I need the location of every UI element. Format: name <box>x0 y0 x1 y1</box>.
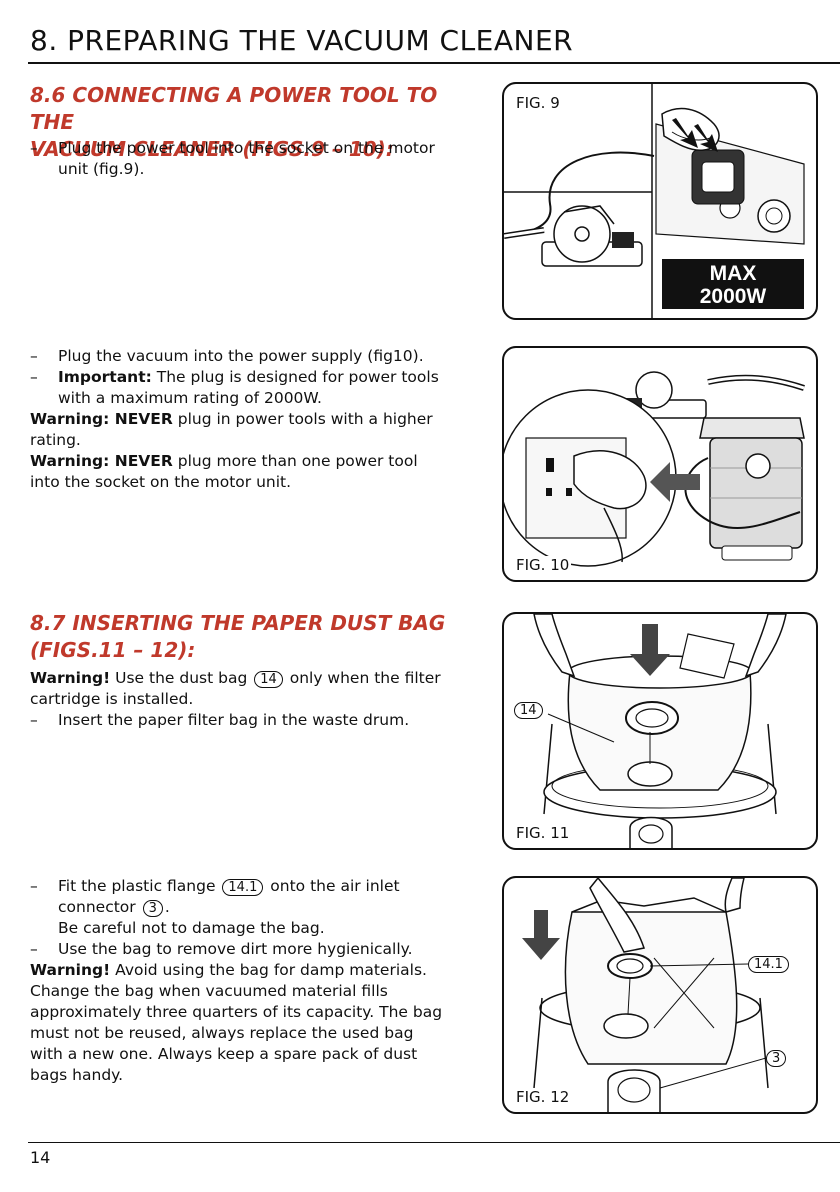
list-item-text: unit (fig.9). <box>58 160 145 178</box>
warning-text: cartridge is installed. <box>30 690 194 708</box>
warning-label: Warning! <box>30 961 111 979</box>
max-power-badge: MAX 2000W <box>662 259 804 309</box>
heading-line: VACUUM CLEANER (FIGS.9 – 10): <box>30 137 394 161</box>
paragraph-line: bags handy. <box>30 1066 124 1084</box>
callout-3: 3 <box>766 1050 787 1067</box>
list-item-text: Plug the power tool into the socket on t… <box>58 139 435 157</box>
paragraph-line: with a new one. Always keep a spare pack… <box>30 1045 418 1063</box>
fig10-illustration <box>504 371 805 567</box>
fig12-illustration <box>522 878 769 1112</box>
fig9-illustration <box>504 84 805 318</box>
page-title: 8. PREPARING THE VACUUM CLEANER <box>30 24 574 57</box>
warning-label: Warning! <box>30 669 111 687</box>
dash-marker: – <box>30 139 38 157</box>
section-heading-8-6: 8.6 CONNECTING A POWER TOOL TO THE VACUU… <box>30 82 480 163</box>
heading-line: 8.7 INSERTING THE PAPER DUST BAG <box>30 611 446 635</box>
fig11-illustration <box>533 614 787 848</box>
figure-label: FIG. 11 <box>514 824 572 842</box>
list-item-text: . <box>164 898 170 916</box>
paragraph-line: Change the bag when vacuumed material fi… <box>30 982 388 1000</box>
warning-text: plug more than one power tool <box>172 452 418 470</box>
part-ref-14-1: 14.1 <box>222 879 264 896</box>
dust-bag-instructions: Warning! Use the dust bag 14 only when t… <box>30 668 480 731</box>
warning-text: Avoid using the bag for damp materials. <box>110 961 427 979</box>
list-item-text: with a maximum rating of 2000W. <box>58 389 322 407</box>
warning-text: plug in power tools with a higher <box>172 410 433 428</box>
list-item: – Fit the plastic flange 14.1 onto the a… <box>30 876 480 939</box>
list-item: – Use the bag to remove dirt more hygien… <box>30 939 480 960</box>
section-heading-8-7: 8.7 INSERTING THE PAPER DUST BAG (FIGS.1… <box>30 610 480 664</box>
list-item-text: The plug is designed for power tools <box>151 368 439 386</box>
list-item: – Insert the paper filter bag in the was… <box>30 710 480 731</box>
list-item-text: Insert the paper filter bag in the waste… <box>58 711 410 729</box>
power-warnings: – Plug the vacuum into the power supply … <box>30 346 480 493</box>
list-item-text: onto the air inlet <box>265 877 400 895</box>
connect-instructions: – Plug the power tool into the socket on… <box>30 138 480 180</box>
dash-marker: – <box>30 877 38 895</box>
title-divider <box>28 62 840 64</box>
warning-text: rating. <box>30 431 81 449</box>
figure-label: FIG. 9 <box>514 94 562 112</box>
list-item-text: Fit the plastic flange <box>58 877 221 895</box>
figure-12: 14.1 3 FIG. 12 <box>502 876 818 1114</box>
figure-9: FIG. 9 MAX 2000W <box>502 82 818 320</box>
heading-line: 8.6 CONNECTING A POWER TOOL TO THE <box>30 83 438 134</box>
list-item-text: connector <box>58 898 141 916</box>
figure-11: 14 FIG. 11 <box>502 612 818 850</box>
dash-marker: – <box>30 711 38 729</box>
flange-instructions: – Fit the plastic flange 14.1 onto the a… <box>30 876 480 1086</box>
warning-label: Warning: NEVER <box>30 410 173 428</box>
dash-marker: – <box>30 368 38 386</box>
badge-line: 2000W <box>699 285 767 308</box>
list-item-text: Be careful not to damage the bag. <box>58 919 325 937</box>
dash-marker: – <box>30 940 38 958</box>
paragraph-line: must not be reused, always replace the u… <box>30 1024 414 1042</box>
list-item-text: Plug the vacuum into the power supply (f… <box>58 347 424 365</box>
warning-label: Warning: NEVER <box>30 452 173 470</box>
list-item-text: Use the bag to remove dirt more hygienic… <box>58 940 413 958</box>
figure-label: FIG. 12 <box>514 1088 572 1106</box>
part-ref-3: 3 <box>142 900 163 917</box>
list-item: – Plug the power tool into the socket on… <box>30 138 480 180</box>
warning-text: Use the dust bag <box>110 669 253 687</box>
list-item: – Plug the vacuum into the power supply … <box>30 346 480 367</box>
paragraph-line: approximately three quarters of its capa… <box>30 1003 443 1021</box>
warning-text: only when the filter <box>284 669 441 687</box>
dash-marker: – <box>30 347 38 365</box>
footer-divider <box>28 1142 840 1143</box>
figure-10: FIG. 10 <box>502 346 818 582</box>
important-label: Important: <box>58 368 152 386</box>
callout-14: 14 <box>514 702 543 719</box>
part-ref-14: 14 <box>254 671 283 688</box>
badge-line: MAX <box>709 262 757 285</box>
list-item: – Important: The plug is designed for po… <box>30 367 480 409</box>
heading-line: (FIGS.11 – 12): <box>30 638 196 662</box>
warning-text: into the socket on the motor unit. <box>30 473 292 491</box>
page-number: 14 <box>30 1148 51 1167</box>
figure-label: FIG. 10 <box>514 556 572 574</box>
callout-14-1: 14.1 <box>748 956 789 973</box>
